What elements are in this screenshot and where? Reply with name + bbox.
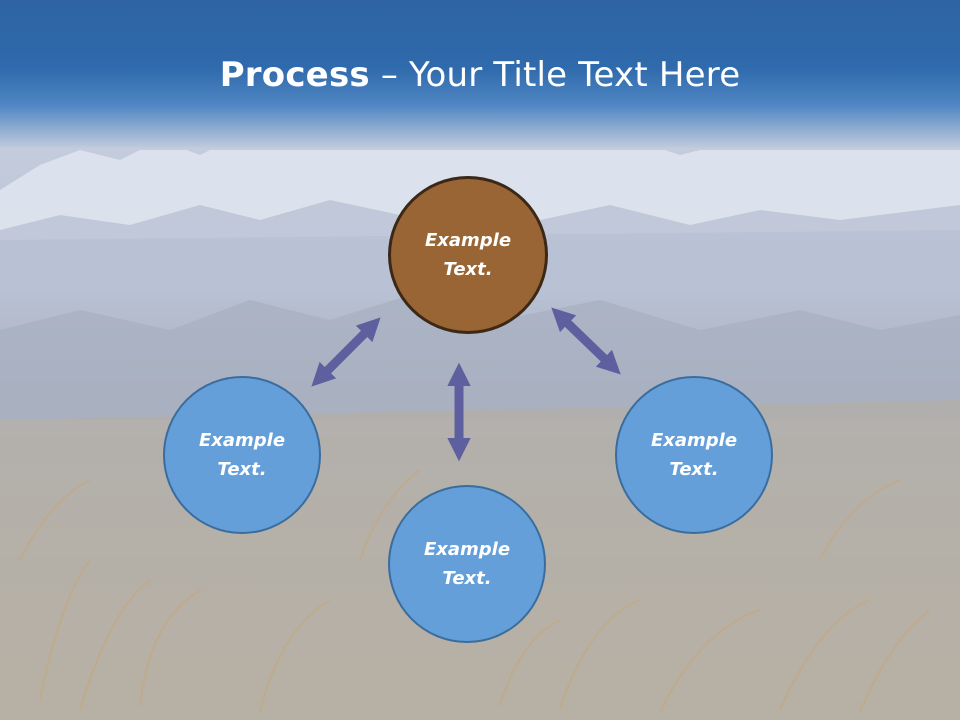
node-left: Example Text. [163, 376, 321, 534]
node-right: Example Text. [615, 376, 773, 534]
title-rest: – Your Title Text Here [369, 55, 741, 95]
node-center-top: Example Text. [388, 176, 548, 334]
node-center-top-label: Example Text. [424, 230, 512, 280]
node-right-label: Example Text. [650, 430, 738, 480]
arrow-right-top [551, 307, 621, 375]
title-banner [0, 0, 960, 150]
node-bottom-label: Example Text. [423, 539, 511, 589]
node-bottom: Example Text. [388, 485, 546, 643]
node-left-label: Example Text. [198, 430, 286, 480]
title-bold: Process [219, 55, 370, 95]
slide-title: Process – Your Title Text Here [0, 52, 960, 98]
arrow-left-top [311, 317, 381, 387]
